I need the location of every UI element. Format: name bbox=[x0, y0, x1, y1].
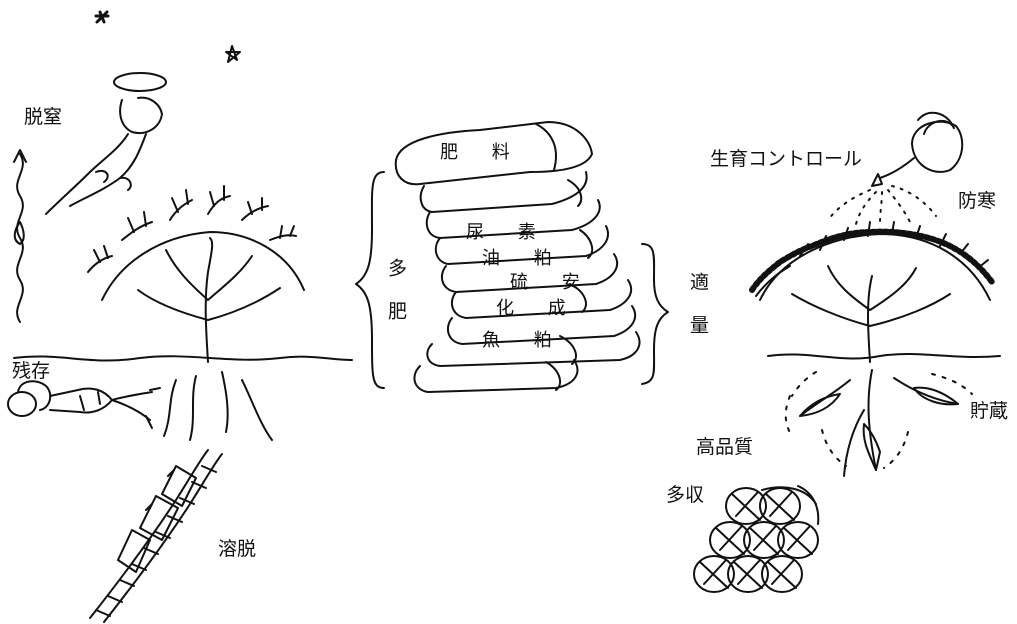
star-icon bbox=[226, 46, 240, 62]
right-brace bbox=[642, 244, 668, 384]
harvest-bundles-icon bbox=[694, 486, 818, 592]
bag-label-urea: 尿 素 bbox=[466, 222, 550, 243]
water-drops bbox=[828, 186, 936, 224]
bag-stack-icon bbox=[396, 122, 640, 392]
high-yield-label: 多収 bbox=[666, 484, 705, 506]
escape-arrow-icon bbox=[17, 154, 23, 322]
high-quality-label: 高品質 bbox=[696, 436, 754, 458]
bag-label-oilcake: 油 粕 bbox=[482, 248, 566, 269]
right-plant-icon bbox=[752, 222, 992, 362]
excess-fertilizer-label: 多肥 bbox=[385, 258, 407, 344]
cold-protection-label: 防寒 bbox=[958, 190, 997, 212]
bag-label-ammonium-sulfate: 硫 安 bbox=[510, 272, 594, 293]
bag-label-compound: 化 成 bbox=[496, 298, 580, 319]
storage-roots-icon bbox=[786, 370, 972, 476]
proper-amount-label: 適量 bbox=[687, 272, 709, 358]
star-icon bbox=[96, 12, 108, 22]
railroad-icon bbox=[90, 450, 222, 622]
right-scene bbox=[694, 113, 1000, 592]
storage-label: 貯蔵 bbox=[970, 400, 1009, 422]
bag-label-fishmeal: 魚 粕 bbox=[482, 330, 566, 351]
soil-line bbox=[14, 356, 352, 360]
center-scene bbox=[356, 122, 668, 392]
residue-label: 残存 bbox=[12, 360, 51, 382]
angel-figure-icon bbox=[46, 73, 166, 214]
leaching-label: 溶脱 bbox=[218, 538, 257, 560]
growth-control-label: 生育コントロール bbox=[710, 148, 863, 170]
lying-person-icon bbox=[8, 381, 160, 428]
left-plant-icon bbox=[88, 186, 304, 362]
bag-label-fertilizer: 肥 料 bbox=[440, 142, 524, 163]
watering-can-icon bbox=[872, 113, 962, 186]
left-scene bbox=[8, 12, 352, 622]
denitrification-label: 脱窒 bbox=[24, 106, 63, 128]
soil-line bbox=[768, 354, 1000, 359]
left-brace bbox=[356, 172, 384, 388]
